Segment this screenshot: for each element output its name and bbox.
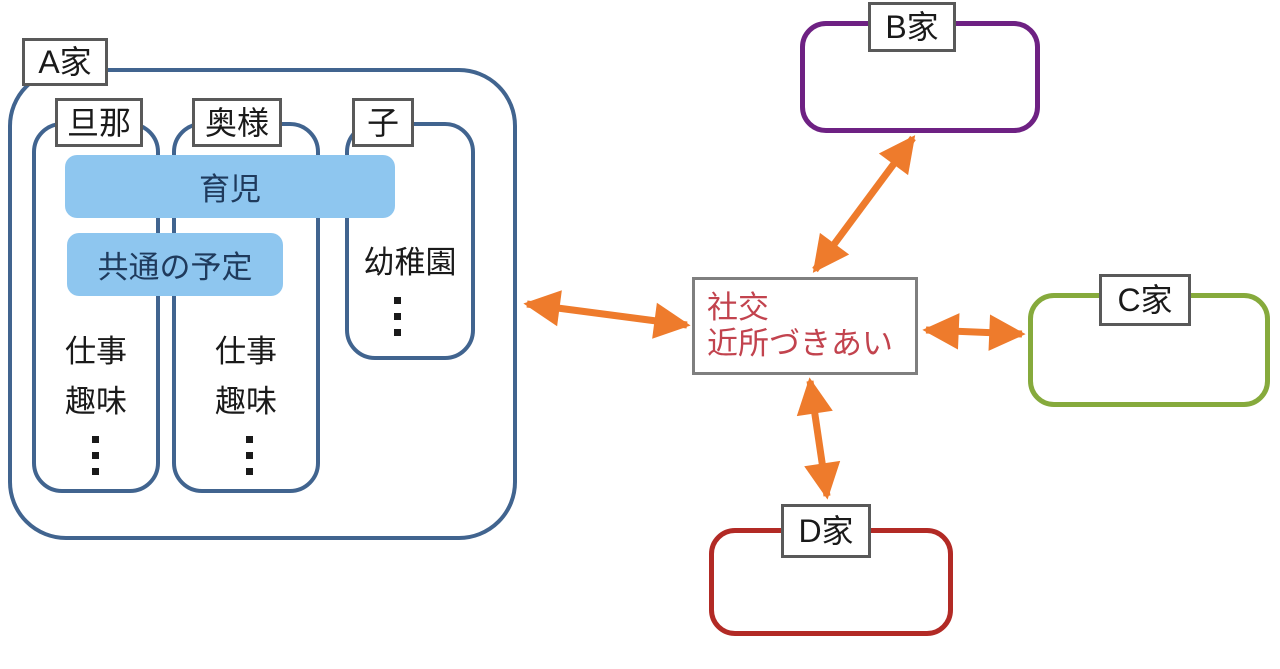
- shared-activity-schedule: 共通の予定: [67, 233, 283, 296]
- shared-activity-childcare: 育児: [65, 155, 395, 218]
- hub-line-1: 社交: [707, 290, 769, 326]
- family-a-box: [8, 68, 517, 540]
- husband-item-hobby: 趣味: [65, 384, 127, 419]
- wife-item-work: 仕事: [215, 334, 277, 369]
- arrow-familyC-hub: [922, 313, 1026, 351]
- arrow-familyB-hub: [812, 135, 916, 273]
- hub-box: 社交 近所づきあい: [692, 277, 918, 375]
- family-b-label: B家: [868, 2, 956, 52]
- child-item-kindergarten: 幼稚園: [363, 245, 457, 280]
- family-c-label: C家: [1099, 274, 1191, 326]
- hub-line-2: 近所づきあい: [707, 326, 893, 361]
- family-a-label: A家: [22, 38, 108, 86]
- child-ellipsis-dots: [394, 297, 401, 336]
- family-d-label: D家: [781, 504, 871, 558]
- husband-ellipsis-dots: [92, 436, 99, 475]
- member-wife-label: 奥様: [192, 98, 282, 147]
- wife-ellipsis-dots: [246, 436, 253, 475]
- husband-item-work: 仕事: [65, 334, 127, 369]
- wife-item-hobby: 趣味: [215, 384, 277, 419]
- member-husband-label: 旦那: [55, 98, 143, 147]
- arrow-familyD-hub: [796, 377, 841, 500]
- arrow-familyA-hub: [523, 290, 691, 339]
- member-child-label: 子: [352, 98, 414, 147]
